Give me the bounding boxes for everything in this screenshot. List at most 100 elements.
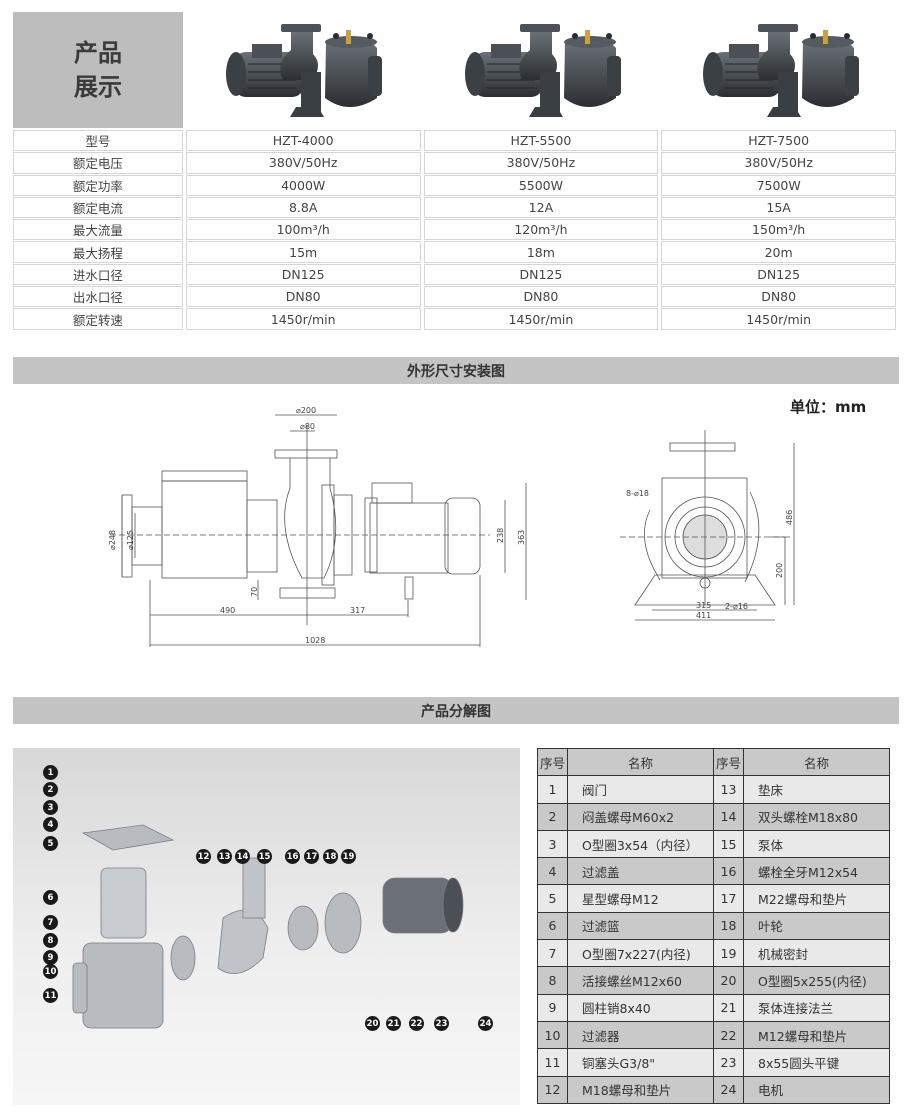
part-name: 8x55圆头平键 — [743, 1048, 890, 1077]
unit-label: 单位：mm — [790, 398, 867, 416]
spec-value: 5500W — [423, 174, 659, 196]
dim-h238: 238 — [496, 528, 505, 543]
part-callout: 18 — [323, 849, 338, 864]
dim-holes: 8-⌀18 — [626, 489, 649, 498]
part-callout: 23 — [434, 1016, 449, 1031]
part-callout: 1 — [43, 765, 58, 780]
part-callout: 16 — [285, 849, 300, 864]
spec-label: 型号 — [13, 130, 183, 152]
pump-illustration — [226, 24, 382, 117]
part-number: 9 — [537, 993, 568, 1022]
spec-value: DN80 — [185, 286, 421, 308]
part-callout: 2 — [43, 782, 58, 797]
spec-value: 380V/50Hz — [661, 152, 897, 174]
part-callout: 14 — [235, 849, 250, 864]
part-number: 10 — [537, 1020, 568, 1050]
dim-w315: 315 — [696, 601, 711, 610]
part-name: 叶轮 — [743, 911, 890, 941]
part-callout: 21 — [386, 1016, 401, 1031]
part-name: O型圈7x227(内径) — [567, 939, 714, 968]
dim-feet: 2-⌀16 — [725, 602, 748, 611]
part-callout: 5 — [43, 836, 58, 851]
dim-h486: 486 — [785, 510, 794, 525]
dim-h70: 70 — [250, 587, 259, 597]
product-image-hzt-4000 — [186, 12, 421, 128]
part-callout: 12 — [196, 849, 211, 864]
part-number: 3 — [537, 829, 568, 859]
parts-header-row: 序号名称序号名称 — [537, 747, 890, 777]
part-number: 14 — [713, 802, 744, 831]
part-number: 24 — [713, 1075, 744, 1104]
spec-value: 15A — [661, 196, 897, 219]
spec-value: 20m — [661, 241, 897, 263]
spec-label: 进水口径 — [13, 263, 183, 286]
part-name: 电机 — [743, 1075, 890, 1104]
spec-label: 出水口径 — [13, 286, 183, 308]
part-number: 12 — [537, 1075, 568, 1104]
part-callout: 15 — [257, 849, 272, 864]
spec-value: DN80 — [423, 286, 659, 308]
spec-value: 4000W — [185, 174, 421, 196]
dim-d125: ⌀125 — [126, 530, 135, 550]
spec-value: DN125 — [185, 263, 421, 286]
side-view-drawing: ⌀200 ⌀80 ⌀248 ⌀125 70 490 317 1028 238 3… — [108, 406, 527, 647]
part-number: 16 — [713, 857, 744, 886]
spec-label: 最大流量 — [13, 219, 183, 241]
dim-w411: 411 — [696, 611, 711, 620]
spec-value: DN80 — [661, 286, 897, 308]
product-image-hzt-5500 — [425, 12, 660, 128]
spec-value: 100m³/h — [185, 219, 421, 241]
part-name: 双头螺栓M18x80 — [743, 802, 890, 831]
part-number: 1 — [537, 775, 568, 804]
spec-value: HZT-4000 — [185, 130, 421, 152]
dim-l1028: 1028 — [305, 636, 325, 645]
part-callout: 22 — [409, 1016, 424, 1031]
part-callout: 8 — [43, 933, 58, 948]
spec-value: 15m — [185, 241, 421, 263]
spec-label: 额定电压 — [13, 152, 183, 174]
dim-d80: ⌀80 — [300, 422, 315, 431]
showcase-title-line: 展示 — [74, 73, 122, 101]
part-number: 22 — [713, 1020, 744, 1050]
spec-value: 12A — [423, 196, 659, 219]
part-name: 泵体 — [743, 829, 890, 859]
part-number: 11 — [537, 1048, 568, 1077]
part-number: 13 — [713, 775, 744, 804]
part-number: 20 — [713, 966, 744, 995]
part-callout: 24 — [478, 1016, 493, 1031]
dim-d248: ⌀248 — [108, 530, 117, 550]
part-name: 闷盖螺母M60x2 — [567, 802, 714, 831]
product-showcase-label: 产品展示 — [13, 12, 183, 128]
pump-illustration — [465, 24, 621, 117]
part-number: 2 — [537, 802, 568, 831]
part-name: O型圈3x54（内径） — [567, 829, 714, 859]
part-number: 17 — [713, 884, 744, 913]
front-view-drawing: 8-⌀18 2-⌀16 315 411 200 486 — [620, 430, 795, 621]
part-name: M12螺母和垫片 — [743, 1020, 890, 1050]
dim-l317: 317 — [350, 606, 365, 615]
parts-header-cell: 序号 — [537, 747, 568, 777]
part-number: 19 — [713, 939, 744, 968]
spec-value: 120m³/h — [423, 219, 659, 241]
part-number: 7 — [537, 939, 568, 968]
spec-label: 额定转速 — [13, 308, 183, 330]
part-name: 过滤盖 — [567, 857, 714, 886]
part-number: 8 — [537, 966, 568, 995]
part-number: 5 — [537, 884, 568, 913]
parts-header-cell: 名称 — [567, 747, 714, 777]
part-callout: 17 — [304, 849, 319, 864]
